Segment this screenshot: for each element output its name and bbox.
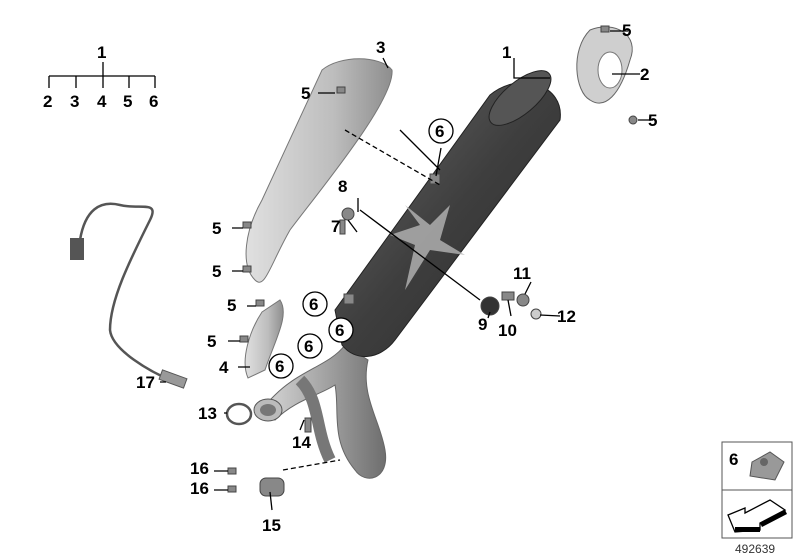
callout-labels: 1 2 3 5 5 5 5 5 5 5 6 6 6 6 6 7 8 9 10 1… (136, 21, 657, 535)
callout: 2 (640, 65, 649, 84)
callout: 5 (648, 111, 657, 130)
callout: 5 (622, 21, 631, 40)
lambda-sensor-cable (78, 202, 176, 384)
tree-child: 2 (43, 92, 52, 111)
callout: 5 (227, 296, 236, 315)
callout: 10 (498, 321, 517, 340)
callout: 9 (478, 315, 487, 334)
callout: 5 (207, 332, 216, 351)
clip-nut-hole (760, 458, 768, 466)
callout: 8 (338, 177, 347, 196)
callout: 17 (136, 373, 155, 392)
gasket-ring (225, 402, 253, 426)
diagram-id: 492639 (735, 542, 775, 556)
callout: 6 (304, 337, 313, 356)
callout: 6 (335, 321, 344, 340)
legend-part-number: 6 (729, 450, 738, 469)
muffler (334, 70, 561, 357)
assembly-tree: 1 2 3 4 5 6 (43, 43, 158, 111)
heat-shield (245, 58, 393, 283)
callout: 13 (198, 404, 217, 423)
callout: 6 (309, 295, 318, 314)
legend-box: 6 492639 (721, 441, 793, 556)
callout: 1 (502, 43, 511, 62)
callout: 12 (557, 307, 576, 326)
callout: 16 (190, 479, 209, 498)
tree-child: 5 (123, 92, 132, 111)
exhaust-pipe (253, 344, 387, 479)
tree-root: 1 (97, 43, 106, 62)
circled-callouts (268, 118, 454, 379)
tree-child: 4 (97, 92, 107, 111)
callout: 11 (513, 264, 531, 283)
callout: 7 (331, 217, 340, 236)
arrow-shadow (735, 510, 787, 532)
callout: 14 (292, 433, 311, 452)
tree-child: 6 (149, 92, 158, 111)
callout: 5 (212, 219, 221, 238)
callout: 5 (212, 262, 221, 281)
callout: 5 (301, 84, 310, 103)
callout: 6 (275, 357, 284, 376)
callout: 15 (262, 516, 281, 535)
tree-child: 3 (70, 92, 79, 111)
callout: 4 (219, 358, 229, 377)
clip-nut-icon (749, 451, 785, 481)
lambda-sensor (158, 369, 188, 389)
callout: 3 (376, 38, 385, 57)
sensor-connector (70, 238, 84, 260)
heat-shield-small (244, 299, 284, 379)
callout: 6 (435, 122, 444, 141)
end-cap-opening (597, 51, 623, 89)
callout: 16 (190, 459, 209, 478)
